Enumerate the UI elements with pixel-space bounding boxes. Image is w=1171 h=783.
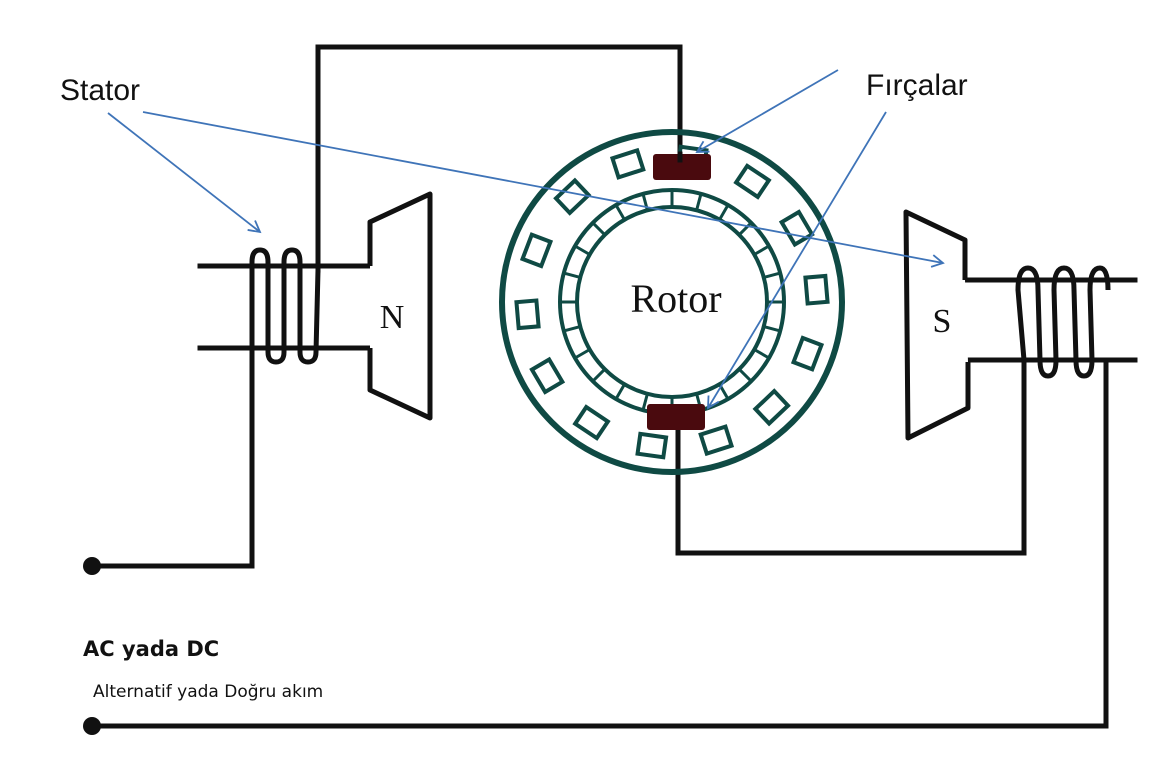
commutator-segment bbox=[563, 271, 581, 279]
stator-arrow-left bbox=[107, 112, 262, 234]
armature-slot bbox=[572, 404, 611, 441]
armature-slot bbox=[752, 388, 791, 427]
commutator-segment bbox=[753, 348, 770, 360]
brush-arrow-bottom bbox=[707, 111, 887, 410]
armature-slot bbox=[514, 298, 541, 331]
commutator-segment bbox=[641, 393, 649, 411]
stator-label: Stator bbox=[60, 74, 140, 107]
brush-bottom bbox=[647, 404, 705, 430]
brush-arrow-top bbox=[695, 69, 839, 153]
rotor-label: Rotor bbox=[630, 276, 721, 321]
armature-slot bbox=[609, 147, 646, 180]
terminal-bottom bbox=[83, 717, 101, 735]
s-pole-label: S bbox=[933, 303, 952, 340]
outer-ring bbox=[499, 129, 845, 475]
supply-description: Alternatif yada Doğru akım bbox=[93, 682, 323, 702]
commutator-segment bbox=[614, 383, 626, 400]
armature-slot bbox=[778, 209, 815, 248]
n-pole-label: N bbox=[380, 299, 405, 336]
commutator-segment bbox=[738, 221, 753, 236]
wire-top bbox=[315, 44, 683, 273]
commutator-segment bbox=[574, 244, 591, 256]
n-field-coil bbox=[249, 247, 321, 365]
armature-slot bbox=[790, 335, 825, 372]
commutator-segment bbox=[563, 325, 581, 333]
wire-rotor-bottom bbox=[675, 357, 1027, 556]
s-pole-shoe bbox=[903, 209, 971, 441]
wire-supply-bottom bbox=[89, 357, 1109, 729]
brushes-label: Fırçalar bbox=[866, 69, 968, 102]
armature-slot bbox=[519, 232, 554, 269]
s-field-coil bbox=[1015, 265, 1111, 379]
rotor-assembly bbox=[499, 129, 845, 475]
commutator-segment bbox=[574, 348, 591, 360]
armature-slot bbox=[803, 273, 830, 306]
n-pole-shoe bbox=[367, 191, 433, 421]
commutator-segment bbox=[591, 221, 606, 236]
commutator-segment bbox=[763, 325, 781, 333]
armature-slot bbox=[733, 163, 772, 200]
armature-slot bbox=[553, 177, 592, 216]
brush-top bbox=[653, 154, 711, 180]
armature-slot bbox=[635, 431, 669, 460]
terminal-top bbox=[83, 557, 101, 575]
wire-supply-left bbox=[89, 347, 255, 569]
commutator-segment bbox=[695, 193, 703, 211]
supply-label: AC yada DC bbox=[83, 637, 219, 661]
commutator-segment bbox=[738, 368, 753, 383]
armature-slot bbox=[529, 356, 566, 395]
commutator-segment bbox=[763, 271, 781, 279]
commutator-segment bbox=[591, 368, 606, 383]
commutator-segment bbox=[753, 244, 770, 256]
armature-slot bbox=[698, 424, 735, 457]
commutator-segment bbox=[718, 204, 730, 221]
commutator-segment bbox=[614, 204, 626, 221]
